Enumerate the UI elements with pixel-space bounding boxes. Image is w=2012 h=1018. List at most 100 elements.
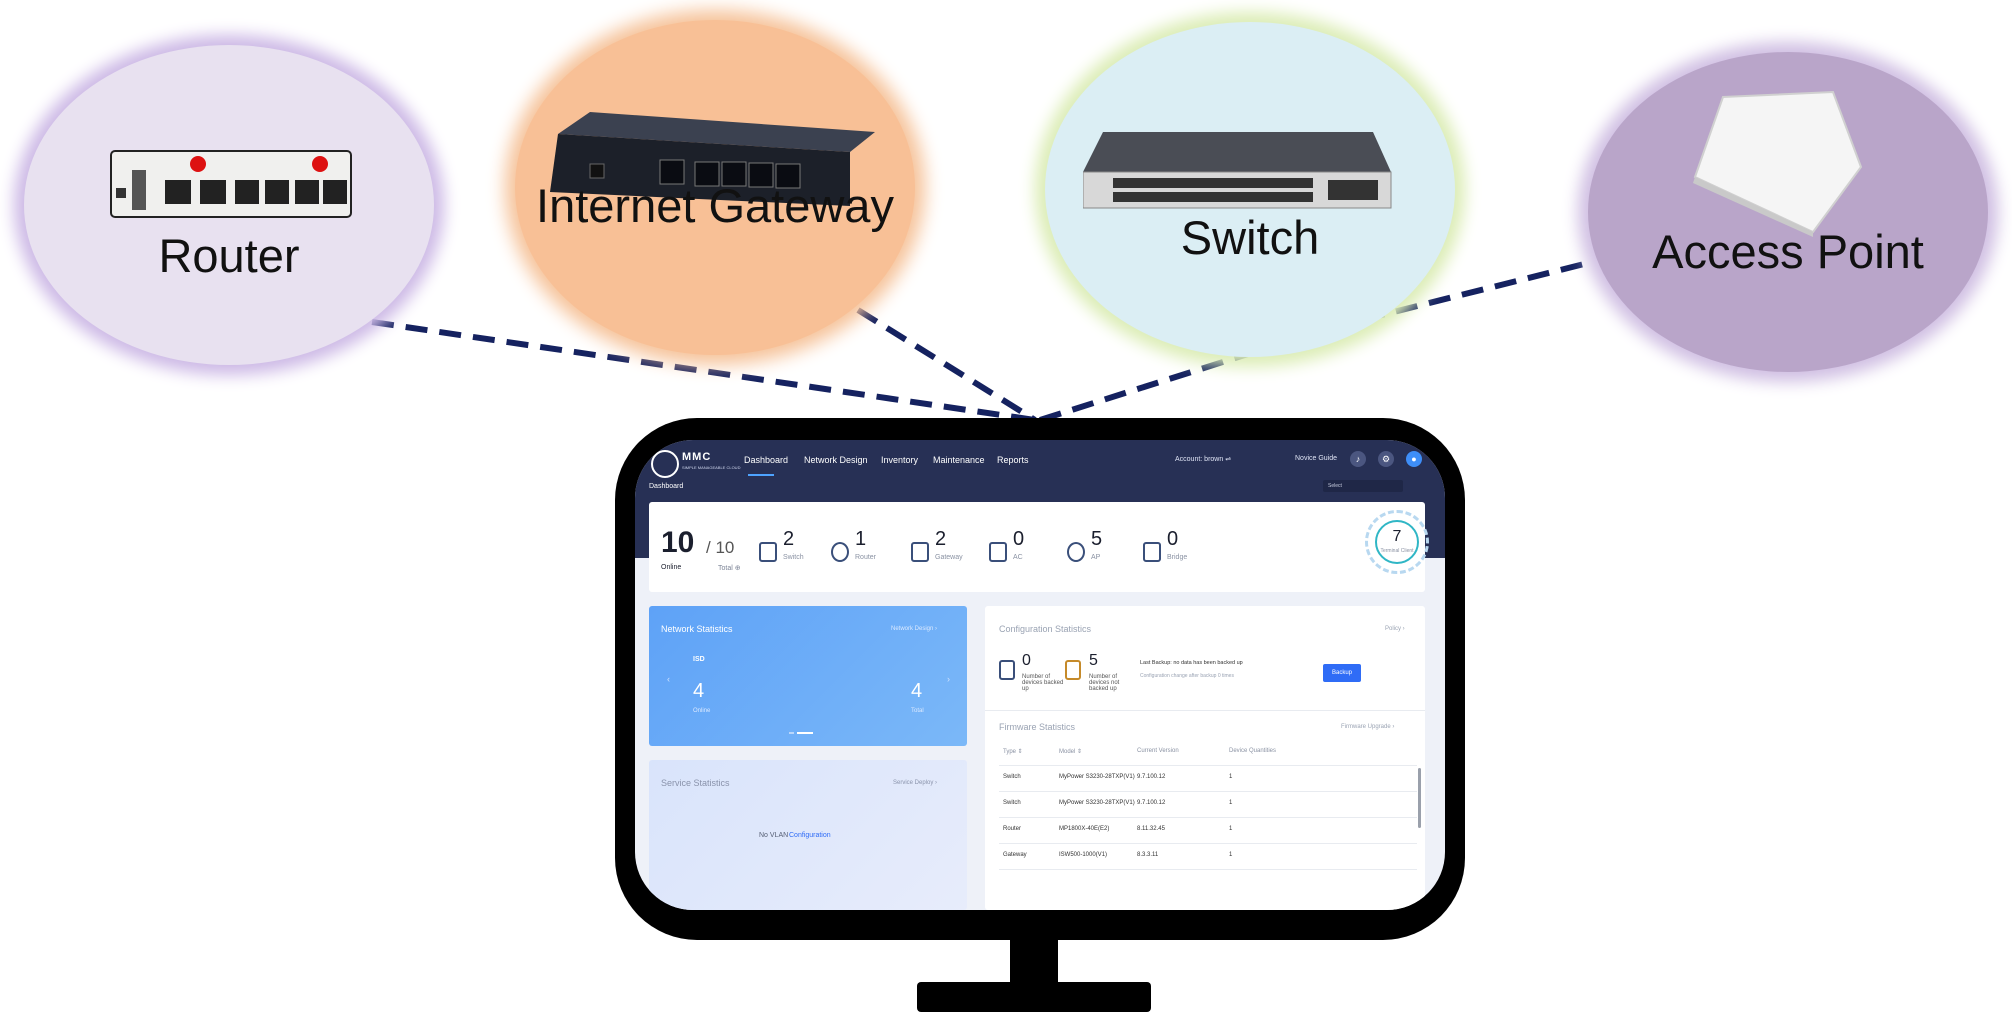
- ap-bubble: Access Point: [1588, 52, 1988, 372]
- router-bubble: Router: [24, 45, 434, 365]
- table-row: Switch MyPower S3230-28TXP(V1) 9.7.100.1…: [999, 765, 1417, 792]
- dashboard-screen: MMC SIMPLE MANAGEABLE CLOUD Dashboard Ne…: [635, 440, 1445, 910]
- network-total-label: Total: [911, 708, 924, 714]
- switch-count-label: Switch: [783, 554, 804, 561]
- bell-icon[interactable]: ♪: [1350, 451, 1366, 467]
- backed-up-icon: [999, 660, 1015, 680]
- device-stats-card: 10 / 10 Online Total ⊕ 2 Switch 1 Router…: [649, 502, 1429, 592]
- ac-count-label: AC: [1013, 554, 1023, 561]
- nav-reports[interactable]: Reports: [997, 455, 1029, 465]
- cell-model: MyPower S3230-28TXP(V1): [1059, 774, 1135, 780]
- vlan-configuration-link[interactable]: Configuration: [789, 832, 831, 839]
- router-count-label: Router: [855, 554, 877, 561]
- nav-inventory[interactable]: Inventory: [881, 455, 919, 465]
- carousel-next-icon[interactable]: ›: [947, 674, 950, 684]
- terminal-client-gauge: 7 Terminal Client: [1365, 510, 1429, 574]
- router-device-image: [110, 150, 352, 218]
- bridge-count-label: Bridge: [1167, 554, 1188, 561]
- network-statistics-card: Network Statistics Network Design › ISD …: [649, 606, 967, 746]
- online-count: 10: [661, 526, 695, 559]
- network-stats-title: Network Statistics: [661, 624, 733, 634]
- gateway-link: [856, 307, 1037, 423]
- network-design-link[interactable]: Network Design ›: [891, 626, 938, 632]
- online-label: Online: [661, 564, 682, 571]
- ac-icon: [989, 542, 1007, 562]
- no-vlan-text: No VLAN: [759, 832, 789, 839]
- col-type[interactable]: Type ⇕: [1003, 749, 1023, 755]
- gear-icon[interactable]: ⚙: [1378, 451, 1394, 467]
- policy-link[interactable]: Policy ›: [1385, 626, 1405, 632]
- last-backup-text: Last Backup: no data has been backed up: [1140, 660, 1243, 666]
- firmware-table-header: Type ⇕ Model ⇕ Current Version Device Qu…: [999, 739, 1417, 766]
- nav-active-indicator: [748, 474, 774, 476]
- carousel-dot[interactable]: [789, 732, 794, 734]
- configuration-statistics-card: Configuration Statistics Policy › 0 Numb…: [985, 606, 1425, 910]
- site-select[interactable]: Select: [1323, 480, 1403, 492]
- cell-version: 8.3.3.11: [1137, 852, 1159, 858]
- network-total-value: 4: [911, 680, 923, 702]
- ac-count: 0: [1013, 528, 1025, 550]
- monitor: MMC SIMPLE MANAGEABLE CLOUD Dashboard Ne…: [615, 418, 1465, 940]
- carousel-dot-active[interactable]: [797, 732, 813, 734]
- isd-tag: ISD: [693, 656, 705, 663]
- service-statistics-card: Service Statistics Service Deploy › No V…: [649, 760, 967, 910]
- bridge-icon: [1143, 542, 1161, 562]
- switch-label: Switch: [1180, 211, 1320, 264]
- router-label: Router: [158, 229, 300, 282]
- not-backed-up-label: Number of devices not backed up: [1089, 674, 1120, 692]
- cell-type: Switch: [1003, 800, 1021, 806]
- gauge-value: 7: [1392, 528, 1402, 545]
- ap-count-label: AP: [1091, 554, 1101, 561]
- cell-quantity: 1: [1229, 774, 1233, 780]
- table-scrollbar[interactable]: [1418, 768, 1421, 828]
- switch-icon: [759, 542, 777, 562]
- monitor-stand-base: [917, 982, 1151, 1012]
- table-row: Switch MyPower S3230-28TXP(V1) 9.7.100.1…: [999, 791, 1417, 818]
- logo-text: MMC: [682, 451, 712, 463]
- nav-network-design[interactable]: Network Design: [804, 455, 868, 465]
- config-stats-title: Configuration Statistics: [999, 624, 1092, 634]
- gateway-device-image: [550, 112, 875, 206]
- cell-version: 8.11.32.45: [1137, 826, 1165, 832]
- account-switcher[interactable]: Account: brown ⇌: [1175, 456, 1232, 463]
- switch-bubble: Switch: [1045, 22, 1455, 357]
- gateway-bubble: Internet Gateway: [515, 20, 915, 355]
- cell-type: Switch: [1003, 774, 1021, 780]
- network-online-label: Online: [693, 708, 711, 714]
- backup-button[interactable]: Backup: [1323, 664, 1361, 682]
- router-icon: [831, 542, 849, 562]
- service-stats-title: Service Statistics: [661, 778, 730, 788]
- col-model[interactable]: Model ⇕: [1059, 749, 1083, 755]
- cell-quantity: 1: [1229, 826, 1233, 832]
- gateway-label: Internet Gateway: [536, 179, 894, 232]
- not-backed-up-count: 5: [1089, 652, 1098, 669]
- nav-dashboard[interactable]: Dashboard: [744, 455, 789, 465]
- firmware-upgrade-link[interactable]: Firmware Upgrade ›: [1341, 724, 1395, 730]
- firmware-stats-title: Firmware Statistics: [999, 722, 1076, 732]
- cell-quantity: 1: [1229, 800, 1233, 806]
- cell-quantity: 1: [1229, 852, 1233, 858]
- user-avatar-icon[interactable]: ●: [1406, 451, 1422, 467]
- cell-model: ISW500-1000(V1): [1059, 852, 1108, 858]
- monitor-stand-neck: [1010, 935, 1058, 985]
- gateway-count: 2: [935, 528, 947, 550]
- network-online-value: 4: [693, 680, 705, 702]
- nav-maintenance[interactable]: Maintenance: [933, 455, 985, 465]
- table-row: Gateway ISW500-1000(V1) 8.3.3.11 1: [999, 843, 1417, 870]
- cell-version: 9.7.100.12: [1137, 774, 1166, 780]
- router-count: 1: [855, 528, 867, 550]
- novice-guide-link[interactable]: Novice Guide: [1295, 455, 1338, 462]
- gauge-ring: 7 Terminal Client: [1375, 520, 1419, 564]
- cell-model: MP1800X-40E(E2): [1059, 826, 1110, 832]
- top-navigation-bar: MMC SIMPLE MANAGEABLE CLOUD Dashboard Ne…: [635, 440, 1445, 498]
- mmc-logo-icon: [651, 450, 679, 478]
- carousel-prev-icon[interactable]: ‹: [667, 674, 670, 684]
- gateway-icon: [911, 542, 929, 562]
- col-device-quantities: Device Quantities: [1229, 748, 1277, 754]
- cell-type: Router: [1003, 826, 1022, 832]
- total-label[interactable]: Total ⊕: [718, 565, 741, 572]
- cell-model: MyPower S3230-28TXP(V1): [1059, 800, 1135, 806]
- logo-subtitle: SIMPLE MANAGEABLE CLOUD: [682, 465, 741, 470]
- ap-icon: [1067, 542, 1085, 562]
- service-deploy-link[interactable]: Service Deploy ›: [893, 780, 938, 786]
